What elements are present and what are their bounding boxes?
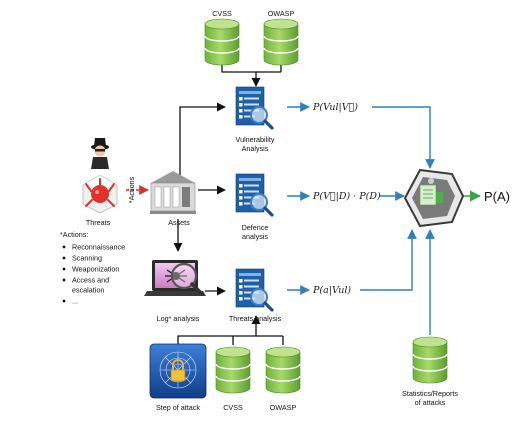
- bullet: [62, 245, 66, 249]
- formula-threat: P(a|Vul): [312, 285, 351, 296]
- threats-icon: [82, 174, 118, 214]
- bullet: [62, 267, 66, 271]
- action-item-continued: escalation: [72, 286, 104, 295]
- arrow-pvul-to-hub: [372, 106, 435, 169]
- db-cvss-bottom-label: CVSS: [223, 403, 243, 412]
- log-analysis-label: Log* analysis: [157, 314, 200, 323]
- threats-label: Threats: [86, 218, 111, 227]
- hacker-icon: [91, 138, 109, 169]
- vulnerability-analysis-icon: [234, 85, 274, 130]
- formula-defence: P(V⃗|D) · P(D): [312, 191, 381, 202]
- action-item: Weaponization: [72, 265, 119, 274]
- actions-title: *Actions:: [60, 230, 88, 239]
- result-probability: P(A): [484, 189, 510, 204]
- db-cvss-bottom: [215, 346, 251, 394]
- vulnerability-analysis-label-2: Analysis: [242, 144, 269, 153]
- bullet: [62, 299, 66, 303]
- db-cvss-top: [204, 18, 240, 66]
- assets-label: Assets: [168, 218, 190, 227]
- assets-building-icon: [150, 171, 196, 214]
- defence-analysis-label-2: analysis: [242, 232, 268, 241]
- computation-hub-icon: [403, 168, 465, 228]
- arrow-pa-vul-to-hub: [360, 229, 417, 291]
- connectors: [126, 64, 482, 345]
- bullet: [62, 256, 66, 260]
- threats-analysis-label: Threats analysis: [229, 314, 282, 323]
- db-owasp-bottom: [265, 346, 301, 394]
- db-stats-reports: [412, 336, 448, 384]
- vulnerability-analysis-label-1: Vulnerability: [236, 135, 275, 144]
- arrow-cvss-to-vulnerability: [221, 64, 261, 87]
- actions-list: *Actions: Reconnaissance Scanning Weapon…: [60, 230, 125, 306]
- stats-label-1: Statistics/Reports: [402, 389, 458, 398]
- arrow-step-to-threats-analysis: [177, 315, 261, 345]
- step-of-attack-label: Step of attack: [156, 403, 200, 412]
- db-cvss-top-label: CVSS: [212, 9, 232, 18]
- threats-analysis-icon: [234, 267, 274, 312]
- arrow-assets-to-vulnerability: [179, 102, 226, 182]
- action-item: Reconnaissance: [72, 243, 125, 252]
- step-of-attack-icon: [149, 343, 207, 399]
- bullet: [62, 278, 66, 282]
- formula-vulnerability: P(Vul|V⃗): [312, 102, 358, 113]
- db-owasp-top-label: OWASP: [268, 9, 295, 18]
- db-owasp-top: [263, 18, 299, 66]
- action-item: Scanning: [72, 254, 102, 263]
- log-analysis-icon: [144, 260, 206, 296]
- action-item: Access and: [72, 276, 109, 285]
- defence-analysis-icon: [234, 172, 274, 217]
- action-item: ...: [72, 297, 78, 306]
- stats-label-2: of attacks: [415, 398, 446, 407]
- defence-analysis-label-1: Defence: [242, 223, 269, 232]
- actions-marker: *Actions: [127, 176, 136, 203]
- db-owasp-bottom-label: OWASP: [270, 403, 297, 412]
